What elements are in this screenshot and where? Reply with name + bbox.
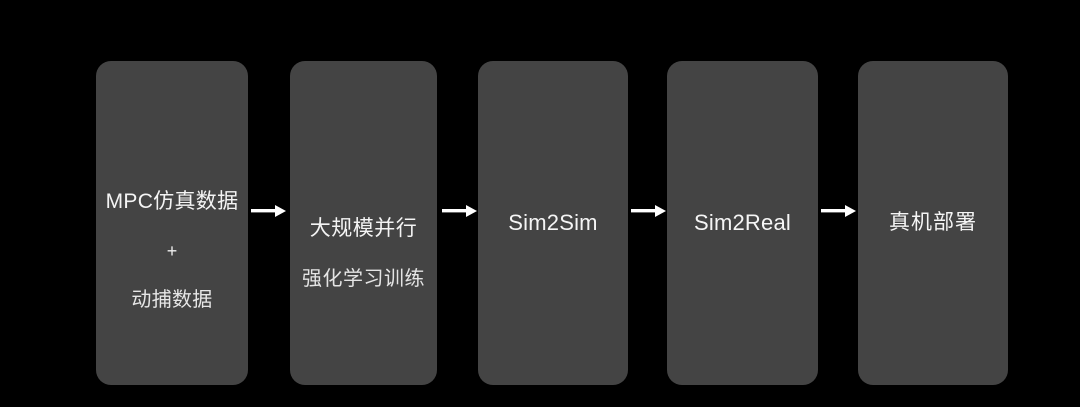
- stage-box-5[interactable]: 真机部署: [858, 61, 1008, 385]
- stage-box-1[interactable]: MPC仿真数据 + 动捕数据: [96, 61, 248, 385]
- stage-box-2[interactable]: 大规模并行 强化学习训练: [290, 61, 437, 385]
- arrow-right-icon: [442, 203, 478, 219]
- arrow-right-icon: [821, 203, 857, 219]
- stage-box-3[interactable]: Sim2Sim: [478, 61, 628, 385]
- stage-2-line-secondary: 强化学习训练: [302, 268, 425, 290]
- arrow-right-icon: [631, 203, 667, 219]
- stage-2-line-primary: 大规模并行: [309, 217, 418, 240]
- stage-3-label: Sim2Sim: [508, 210, 598, 235]
- stage-2-text-group: 大规模并行 强化学习训练: [290, 216, 437, 292]
- stage-5-label: 真机部署: [889, 211, 977, 234]
- stage-1-line-primary: MPC仿真数据: [105, 190, 239, 213]
- stage-1-line-secondary: 动捕数据: [131, 289, 213, 311]
- stage-4-label: Sim2Real: [694, 210, 791, 235]
- stage-box-4[interactable]: Sim2Real: [667, 61, 818, 385]
- stage-1-text-group: MPC仿真数据 + 动捕数据: [96, 189, 248, 313]
- arrow-right-icon: [251, 203, 287, 219]
- stage-1-plus-sign: +: [166, 241, 178, 261]
